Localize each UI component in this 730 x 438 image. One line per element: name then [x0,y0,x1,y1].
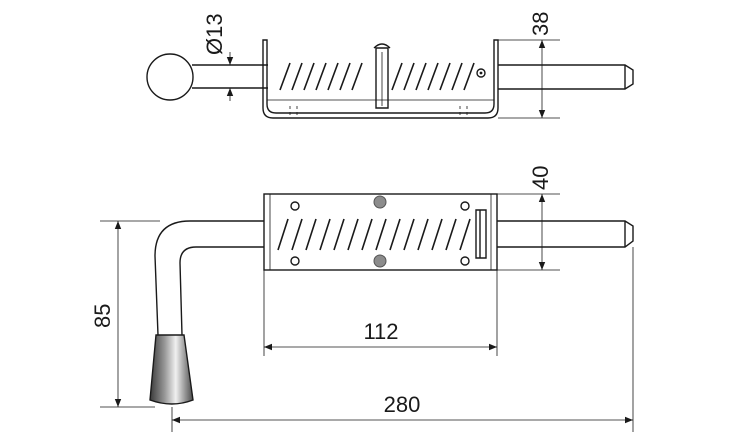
dim-diameter-label: Ø13 [202,13,227,55]
dim-85-label: 85 [90,304,115,328]
dim-diameter-lines [200,64,255,89]
bracket [262,39,499,119]
hole-bottom-right [460,256,470,266]
dim-85-ext [100,220,160,408]
dim-280-label: 280 [384,392,421,417]
hole-bottom-left [290,256,300,266]
dim-40-ext [497,193,560,271]
rod-left [192,64,268,89]
top-view: Ø13 38 [146,12,634,119]
spring-top [279,62,475,91]
screw [476,68,486,78]
screw-dot [479,71,483,75]
dim-38-label: 38 [528,12,553,36]
rivet-bottom [373,254,387,268]
rod-right [498,64,634,90]
rivet-top [373,195,387,209]
end-stop [475,209,487,259]
spring-front [277,218,471,251]
front-view: 40 85 112 280 [90,166,634,432]
hidden-lines [289,106,468,118]
knob [146,53,194,101]
handle-rod [154,220,264,336]
dim-112-ext [263,270,498,356]
dim-40-label: 40 [528,166,553,190]
front-rod-right [497,220,634,248]
hole-top-right [460,201,470,211]
hole-top-left [290,201,300,211]
dim-112-label: 112 [363,319,398,344]
dim-38-ext [498,39,560,119]
handle-grip [149,334,194,405]
plate-inner [269,193,492,271]
pin [373,43,391,109]
